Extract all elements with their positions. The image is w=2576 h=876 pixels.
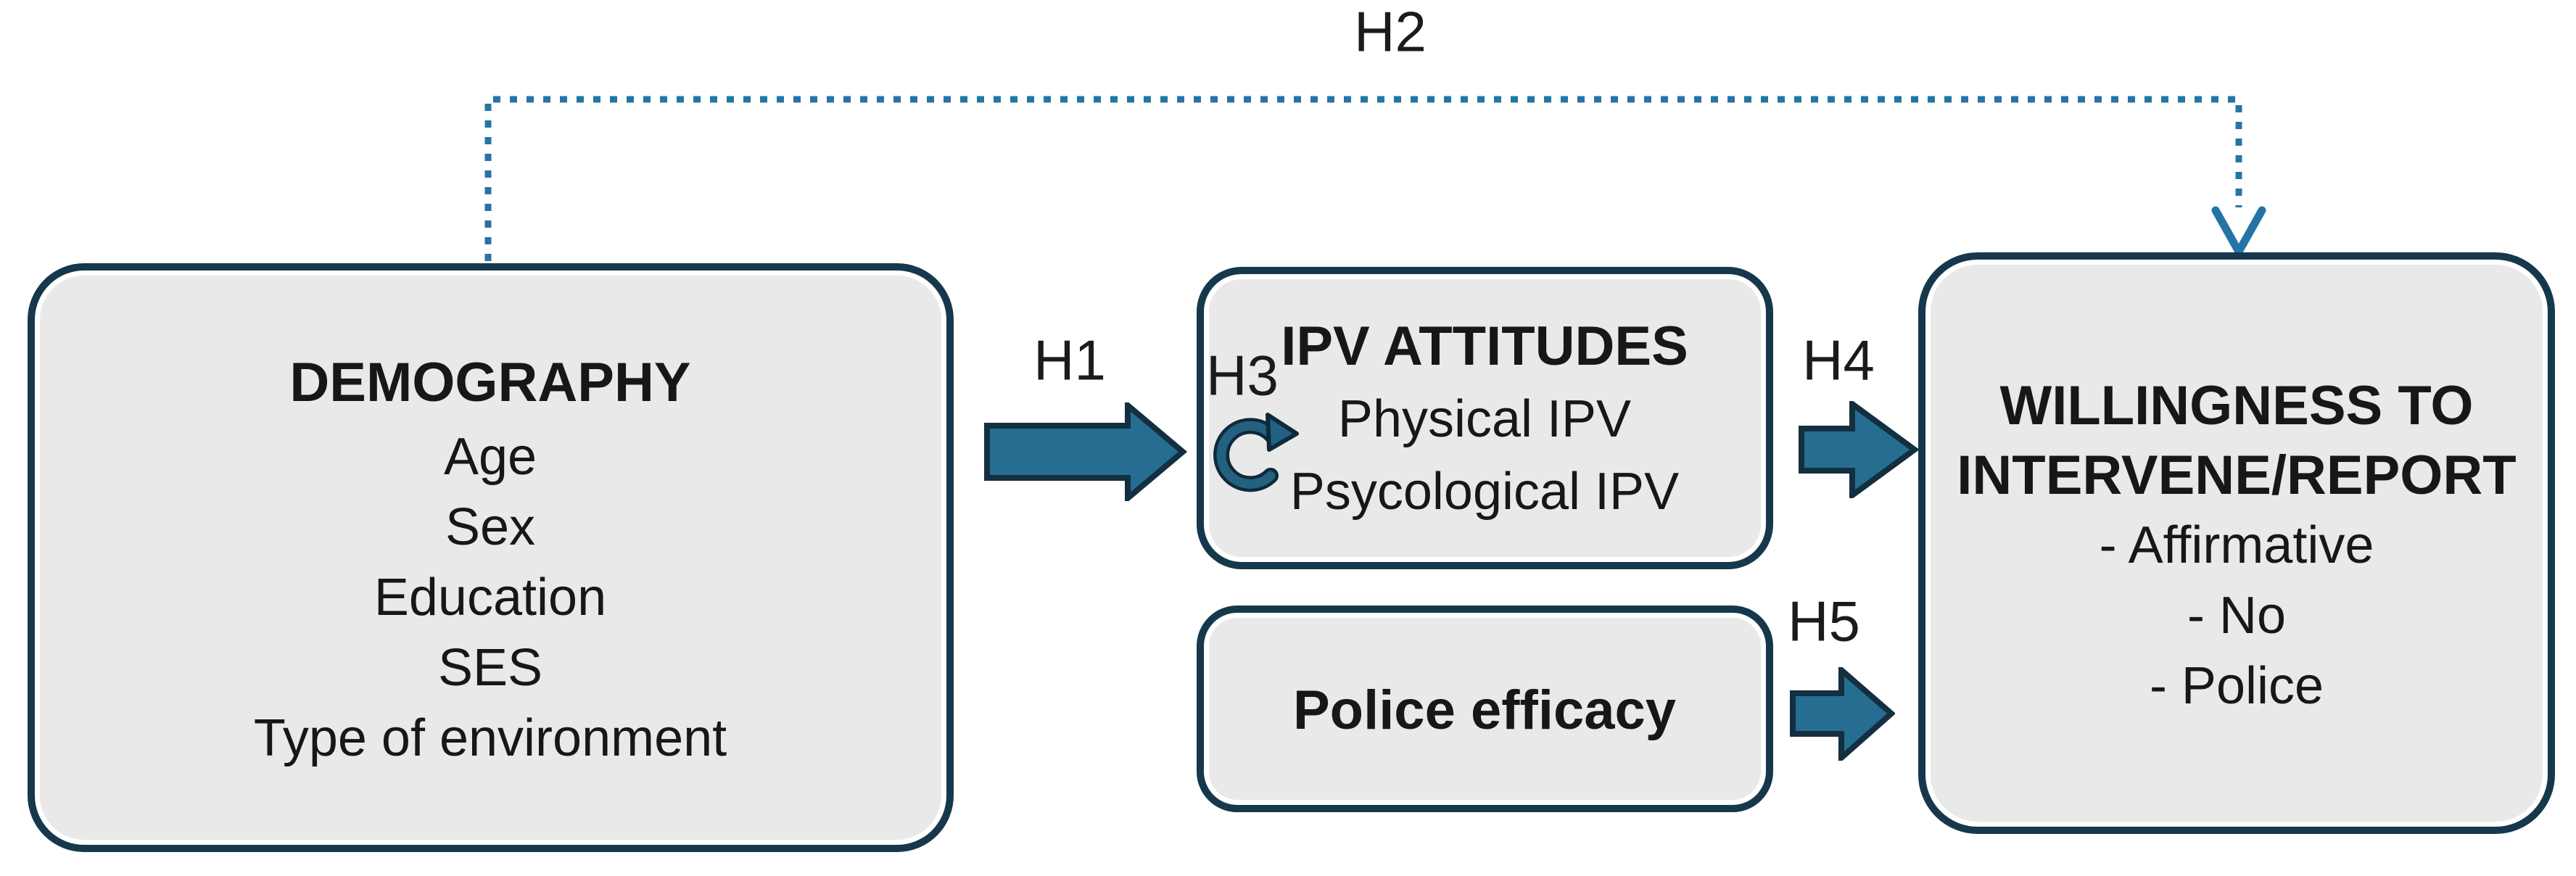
- h5-label: H5: [1788, 589, 1860, 653]
- willingness-title-line2: INTERVENE/REPORT: [1957, 445, 2517, 506]
- willingness-item-police: - Police: [2149, 657, 2324, 715]
- h5-right-block-arrow-icon: [1790, 667, 1895, 761]
- h3-curved-cycle-arrow-icon: [1213, 413, 1299, 492]
- h3-label: H3: [1206, 343, 1279, 408]
- h2-dashed-path: [484, 96, 2242, 261]
- ipv-attitudes-title: IPV ATTITUDES: [1281, 315, 1688, 377]
- ipv-attitudes-text: IPV ATTITUDES Physical IPV Psycological …: [1281, 310, 1688, 528]
- police-efficacy-text: Police efficacy: [1293, 676, 1676, 745]
- ipv-item-physical: Physical IPV: [1337, 390, 1632, 448]
- h1-label: H1: [1033, 328, 1106, 392]
- demography-item-environment: Type of environment: [253, 709, 727, 767]
- demography-item-education: Education: [373, 569, 607, 627]
- demography-item-ses: SES: [437, 639, 543, 697]
- police-efficacy-box: [1197, 606, 1773, 812]
- demography-item-age: Age: [443, 428, 537, 486]
- demography-text: DEMOGRAPHY Age Sex Education SES Type of…: [254, 348, 727, 774]
- h3-curve: [1216, 421, 1278, 489]
- willingness-title-line1: WILLINGNESS TO: [1999, 375, 2474, 437]
- h4-arrow-shape: [1799, 401, 1918, 498]
- demography-item-sex: Sex: [445, 498, 536, 556]
- ipv-attitudes-box: [1197, 267, 1773, 569]
- demography-title: DEMOGRAPHY: [289, 352, 691, 413]
- h5-arrow-shape: [1790, 667, 1895, 761]
- h2-label: H2: [1354, 0, 1427, 64]
- willingness-text: WILLINGNESS TO INTERVENE/REPORT - Affirm…: [1957, 371, 2516, 722]
- h2-arrowhead-icon: [2211, 206, 2266, 256]
- willingness-item-no: - No: [2187, 587, 2287, 645]
- willingness-box: [1918, 252, 2555, 834]
- h1-arrow-shape: [984, 402, 1187, 501]
- h3-curve-arrowhead: [1266, 413, 1299, 452]
- willingness-item-affirmative: - Affirmative: [2099, 516, 2374, 574]
- police-efficacy-title: Police efficacy: [1292, 679, 1677, 741]
- h1-right-block-arrow-icon: [984, 402, 1187, 501]
- demography-box: [28, 263, 954, 852]
- h4-right-block-arrow-icon: [1799, 401, 1918, 498]
- h4-label: H4: [1802, 328, 1875, 392]
- ipv-item-psycological: Psycological IPV: [1289, 463, 1680, 521]
